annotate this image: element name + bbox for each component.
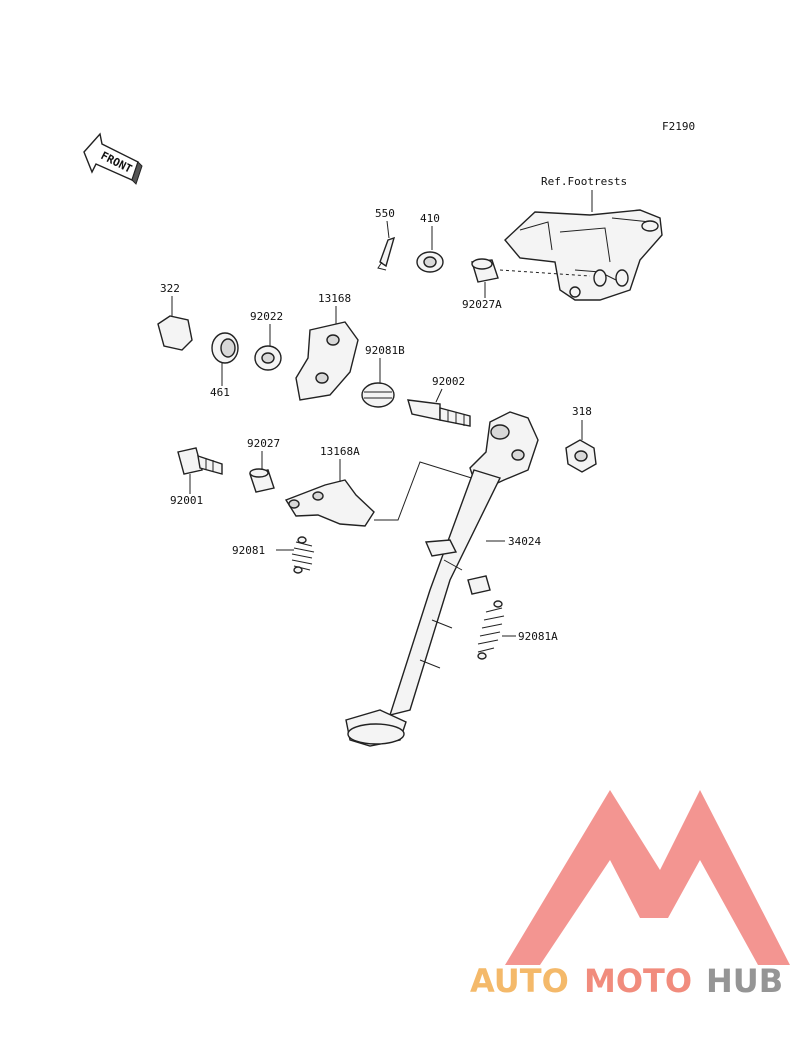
part-410-washer: 410 (416, 212, 444, 273)
label-13168A: 13168A (320, 445, 360, 458)
label-92027A: 92027A (462, 298, 502, 311)
part-92022-washer: 92022 (250, 310, 283, 371)
part-550-cotter-pin: 550 (375, 207, 396, 271)
label-92081B: 92081B (365, 344, 405, 357)
part-461-bushing: 461 (210, 332, 239, 399)
label-34024: 34024 (508, 535, 541, 548)
footrest-bracket (504, 209, 663, 301)
label-550: 550 (375, 207, 395, 220)
label-461: 461 (210, 386, 230, 399)
ref-footrests-label: Ref.Footrests (541, 175, 627, 188)
label-92022: 92022 (250, 310, 283, 323)
label-92081: 92081 (232, 544, 265, 557)
logo-word-hub: HUB (706, 962, 783, 1000)
label-13168: 13168 (318, 292, 351, 305)
automotohub-logo: AUTO MOTO HUB (470, 790, 790, 1000)
part-92081A-spring: 92081A (477, 600, 558, 660)
front-arrow-icon: FRONT (83, 132, 143, 185)
part-322-cap-nut: 322 (157, 282, 193, 351)
part-318-nut: 318 (565, 405, 597, 473)
part-13168-plate: 13168 (295, 292, 359, 401)
label-92027: 92027 (247, 437, 280, 450)
label-410: 410 (420, 212, 440, 225)
part-34024-side-stand: 34024 (345, 411, 541, 747)
part-92002-bolt: 92002 (407, 375, 471, 427)
label-318: 318 (572, 405, 592, 418)
label-322: 322 (160, 282, 180, 295)
logo-word-auto: AUTO (470, 962, 569, 1000)
part-92027A-collar: 92027A (462, 258, 591, 311)
logo-word-moto: MOTO (584, 962, 692, 1000)
figure-code: F2190 (662, 120, 695, 133)
part-92001-bolt: 92001 (170, 447, 223, 507)
part-92027-collar: 92027 (247, 437, 280, 493)
label-92001: 92001 (170, 494, 203, 507)
part-92081B-spring: 92081B (361, 344, 405, 408)
part-13168A-plate: 13168A (284, 445, 479, 527)
label-92081A: 92081A (518, 630, 558, 643)
part-92081-spring: 92081 (232, 536, 315, 574)
label-92002: 92002 (432, 375, 465, 388)
